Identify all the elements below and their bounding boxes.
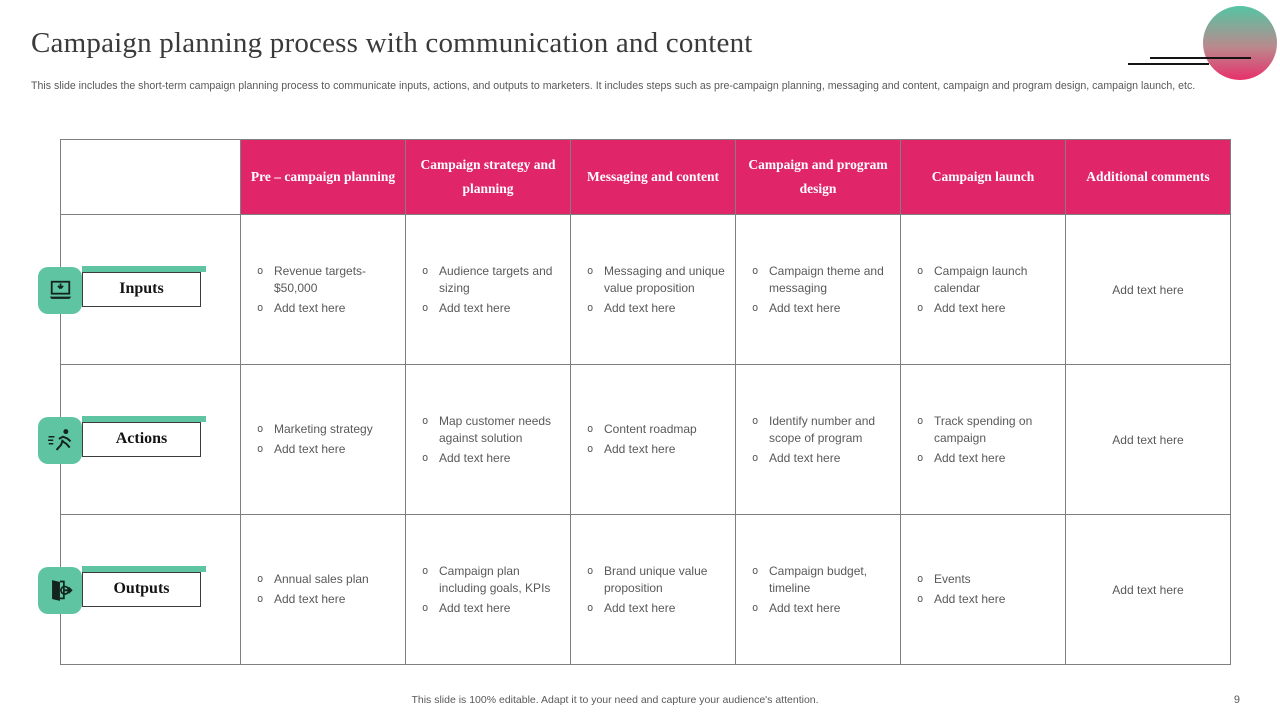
bullet-item: Add text here [750,300,892,317]
row-label-cell: Outputs [38,514,241,665]
table-cell: Brand unique value proposition Add text … [570,514,736,665]
table-cell: Content roadmap Add text here [570,364,736,515]
slide-description: This slide includes the short-term campa… [31,80,1196,92]
bullet-item: Campaign plan including goals, KPIs [420,563,562,597]
table-cell: Audience targets and sizing Add text her… [405,214,571,365]
bullet-item: Campaign launch calendar [915,263,1057,297]
column-header-program-design: Campaign and program design [735,139,901,215]
bullet-item: Campaign budget, timeline [750,563,892,597]
row-label-actions: Actions [82,415,206,457]
table-cell: Map customer needs against solution Add … [405,364,571,515]
row-label-cell: Inputs [38,214,241,365]
row-label-cell: Actions [38,364,241,515]
bullet-item: Revenue targets- $50,000 [255,263,397,297]
bullet-item: Add text here [585,600,727,617]
bullet-item: Add text here [420,450,562,467]
decor-line-short [1128,63,1209,65]
table-cell: Campaign budget, timeline Add text here [735,514,901,665]
table-cell: Identify number and scope of program Add… [735,364,901,515]
bullet-item: Add text here [915,300,1057,317]
header-row: Pre – campaign planning Campaign strateg… [60,139,1231,215]
gradient-circle [1203,6,1277,80]
table-cell: Marketing strategy Add text here [240,364,406,515]
placeholder-cell: Add text here [1065,514,1231,665]
process-table: Pre – campaign planning Campaign strateg… [38,139,1231,665]
bullet-item: Events [915,571,1057,588]
table-cell: Events Add text here [900,514,1066,665]
bullet-item: Brand unique value proposition [585,563,727,597]
column-header-campaign-strategy: Campaign strategy and planning [405,139,571,215]
table-cell: Messaging and unique value proposition A… [570,214,736,365]
bullet-item: Add text here [750,600,892,617]
bullet-item: Track spending on campaign [915,413,1057,447]
bullet-item: Add text here [915,450,1057,467]
table-cell: Track spending on campaign Add text here [900,364,1066,515]
bullet-item: Add text here [585,441,727,458]
row-label-outputs: Outputs [82,565,206,607]
table-row-outputs: Outputs Annual sales plan Add text here … [38,514,1231,665]
table-cell: Campaign theme and messaging Add text he… [735,214,901,365]
bullet-item: Add text here [255,300,397,317]
table-cell: Annual sales plan Add text here [240,514,406,665]
table-cell: Revenue targets- $50,000 Add text here [240,214,406,365]
bullet-item: Marketing strategy [255,421,397,438]
bullet-item: Add text here [255,441,397,458]
bullet-item: Campaign theme and messaging [750,263,892,297]
column-header-messaging-content: Messaging and content [570,139,736,215]
decor-line-long [1150,57,1251,59]
placeholder-cell: Add text here [1065,364,1231,515]
table-cell: Campaign plan including goals, KPIs Add … [405,514,571,665]
bullet-item: Content roadmap [585,421,727,438]
row-label-inputs: Inputs [82,265,206,307]
placeholder-cell: Add text here [1065,214,1231,365]
table-row-actions: Actions Marketing strategy Add text here… [38,364,1231,515]
bullet-item: Messaging and unique value proposition [585,263,727,297]
column-header-pre-campaign-planning: Pre – campaign planning [240,139,406,215]
corner-cell [60,139,241,215]
column-header-campaign-launch: Campaign launch [900,139,1066,215]
bullet-item: Add text here [255,591,397,608]
column-header-additional-comments: Additional comments [1065,139,1231,215]
table-row-inputs: Inputs Revenue targets- $50,000 Add text… [38,214,1231,365]
laptop-download-icon [38,266,82,314]
running-person-icon [38,416,82,464]
bullet-item: Add text here [420,300,562,317]
table-cell: Campaign launch calendar Add text here [900,214,1066,365]
bullet-item: Add text here [915,591,1057,608]
page-number: 9 [1233,694,1240,706]
bullet-item: Audience targets and sizing [420,263,562,297]
bullet-item: Map customer needs against solution [420,413,562,447]
page-title: Campaign planning process with communica… [31,27,753,59]
bullet-item: Add text here [585,300,727,317]
bullet-item: Identify number and scope of program [750,413,892,447]
footer-note: This slide is 100% editable. Adapt it to… [411,694,819,706]
bullet-item: Annual sales plan [255,571,397,588]
exit-door-icon [38,566,82,614]
bullet-item: Add text here [750,450,892,467]
bullet-item: Add text here [420,600,562,617]
